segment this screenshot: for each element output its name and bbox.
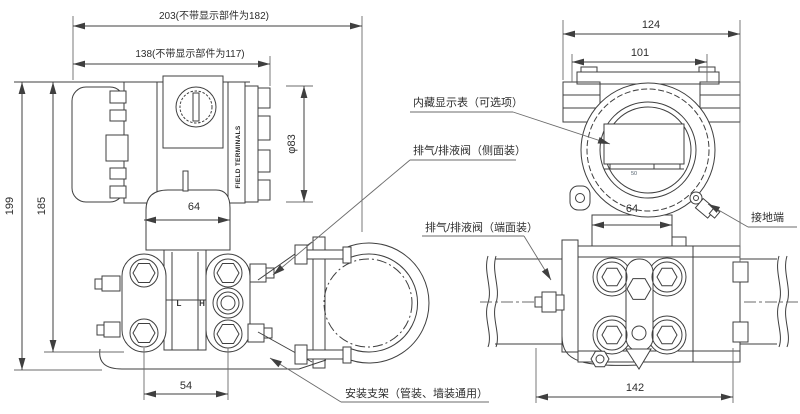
- dim-height-total: 199: [4, 197, 16, 215]
- dim-depth-body: 138(不带显示部件为117): [135, 47, 244, 60]
- u-bolt-outer: [344, 242, 430, 364]
- markings: FIELD TERMINALS L H 50: [177, 125, 638, 308]
- dimensions: 203(不带显示部件为182) 138(不带显示部件为117) 199 185 …: [4, 9, 741, 403]
- process-pipe: [480, 255, 798, 348]
- right-view: [480, 66, 798, 370]
- pipe-phantom-circle: [323, 258, 413, 348]
- callouts: 内藏显示表（可选项） 排气/排液阀（侧面装） 排气/排液阀（端面装） 接地端 安…: [269, 95, 797, 403]
- bracket-base-plate: [99, 348, 327, 370]
- adjustment-knob: [175, 86, 217, 128]
- dim-flange-width: 142: [626, 382, 644, 394]
- dim-width-cover: 101: [631, 47, 649, 59]
- dim-cover-diameter: φ83: [286, 134, 298, 153]
- grounding-terminal: [689, 191, 721, 219]
- display-scale-marking: 50: [631, 171, 637, 177]
- dim-height-body: 185: [36, 197, 48, 215]
- callout-ground: 接地端: [751, 211, 784, 224]
- callout-bracket: 安装支架（管装、墙装通用）: [345, 386, 488, 400]
- mounting-bracket-side: [99, 236, 430, 370]
- low-side-marking: L: [177, 299, 182, 308]
- flange-assembly-side: [94, 250, 275, 353]
- flange-assembly-front: [534, 239, 749, 370]
- end-vent-valve: [534, 291, 565, 313]
- u-bolt-inner: [346, 253, 418, 353]
- side-vent-valves: [94, 263, 275, 343]
- dim-port-spacing: 54: [180, 380, 192, 392]
- housing-side: [71, 75, 271, 204]
- dim-neck-width-left: 64: [188, 201, 200, 213]
- lcd-display-window: [603, 123, 685, 170]
- dim-depth-total: 203(不带显示部件为182): [159, 9, 269, 22]
- high-side-marking: H: [199, 299, 205, 308]
- field-terminals-marking: FIELD TERMINALS: [235, 125, 242, 188]
- callout-vent-end: 排气/排液阀（端面装）: [425, 220, 538, 234]
- left-view: [14, 75, 430, 370]
- callout-display: 内藏显示表（可选项）: [413, 95, 523, 109]
- dim-neck-width-right: 64: [626, 203, 638, 215]
- callout-vent-side: 排气/排液阀（侧面装）: [413, 143, 526, 157]
- dim-width-total: 124: [642, 19, 660, 31]
